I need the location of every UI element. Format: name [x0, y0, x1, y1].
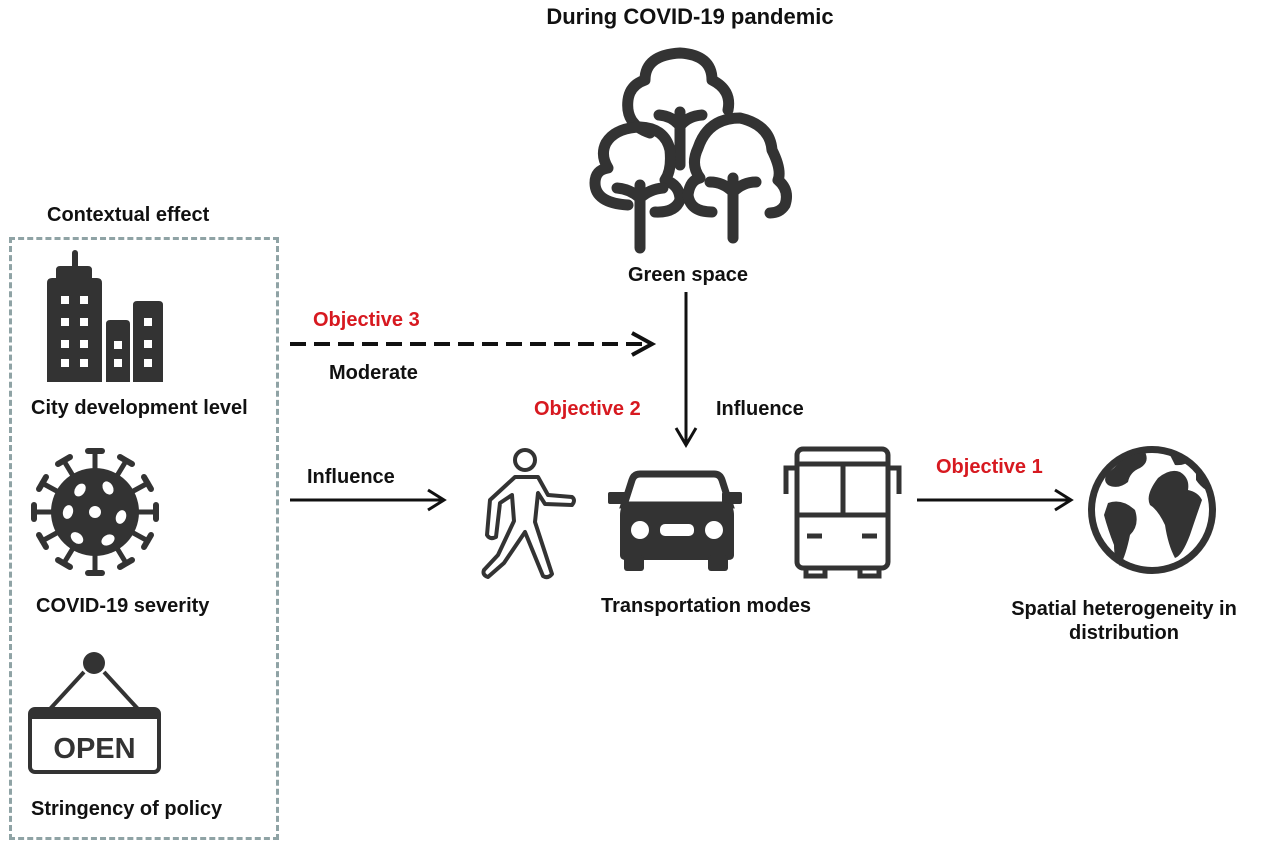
- walking-person-icon: [481, 448, 576, 580]
- outcome-label-line1: Spatial heterogeneity in: [1011, 598, 1237, 620]
- diagram-title: During COVID-19 pandemic: [546, 4, 834, 29]
- city-buildings-icon: [47, 250, 163, 382]
- trees-icon: [589, 47, 792, 254]
- virus-icon: [31, 448, 159, 576]
- open-sign-text: OPEN: [53, 733, 135, 765]
- outcome-label-line2: distribution: [1069, 622, 1179, 644]
- objective-3-dashed-arrow: [290, 331, 657, 357]
- car-icon: [608, 470, 742, 571]
- bus-icon: [783, 446, 902, 579]
- green-influence-label: Influence: [716, 398, 804, 420]
- policy-stringency-label: Stringency of policy: [31, 798, 223, 820]
- contextual-effect-box: [9, 237, 279, 840]
- contextual-effect-heading: Contextual effect: [47, 204, 210, 226]
- city-development-label: City development level: [31, 397, 248, 419]
- objective-2-arrow: [674, 292, 698, 448]
- open-sign-icon: OPEN: [28, 652, 161, 774]
- objective-3-label: Objective 3: [313, 309, 420, 331]
- green-space-label: Green space: [627, 264, 749, 286]
- moderate-label: Moderate: [329, 362, 418, 384]
- objective-2-label: Objective 2: [534, 398, 641, 420]
- context-influence-label: Influence: [307, 466, 395, 488]
- objective-1-label: Objective 1: [936, 456, 1043, 478]
- globe-icon: [1088, 446, 1216, 574]
- transportation-modes-label: Transportation modes: [600, 595, 812, 617]
- context-influence-arrow: [290, 488, 447, 512]
- covid-severity-label: COVID-19 severity: [36, 595, 210, 617]
- objective-1-arrow: [917, 488, 1074, 512]
